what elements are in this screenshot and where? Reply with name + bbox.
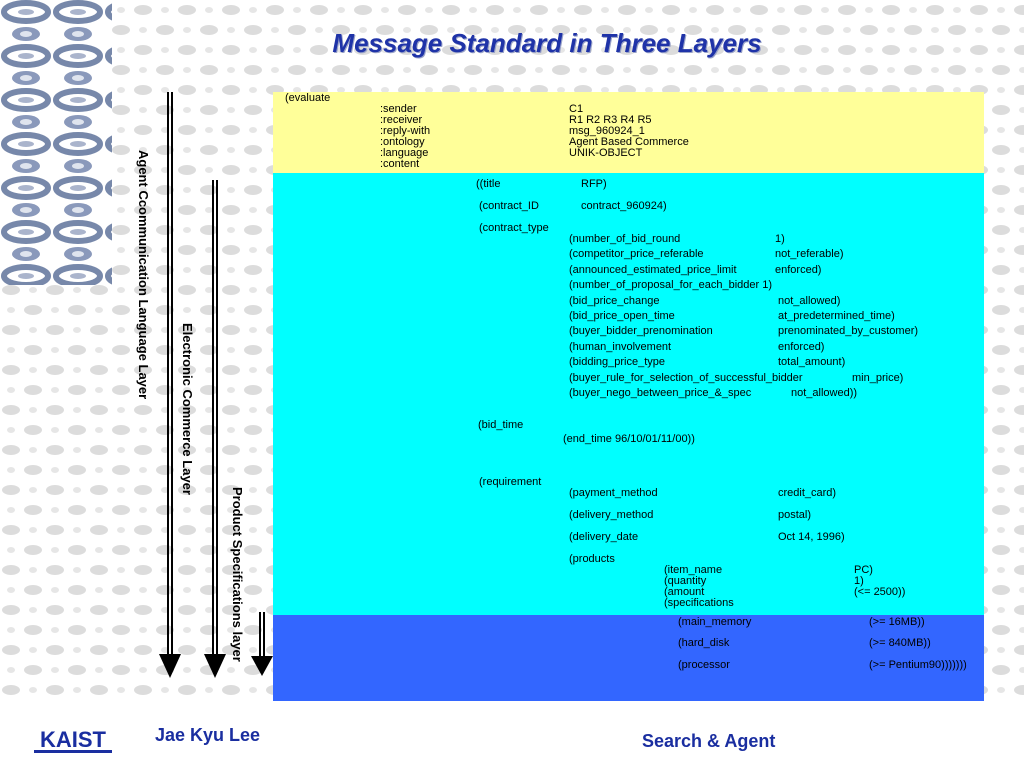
requirement-key: (payment_method bbox=[569, 487, 658, 499]
product-value: PC) bbox=[854, 564, 873, 576]
contract-type-value: not_allowed) bbox=[778, 295, 841, 307]
product-layer-arrow bbox=[251, 612, 273, 676]
ec-end-time: (end_time 96/10/01/11/00)) bbox=[563, 433, 695, 445]
contract-type-key: (number_of_proposal_for_each_bidder 1) bbox=[569, 279, 773, 291]
acl-key: :content bbox=[380, 158, 420, 170]
product-specifications-layer-label: Product Specifications layer bbox=[230, 487, 245, 662]
product-key: (amount bbox=[664, 586, 705, 598]
product-value: 1) bbox=[854, 575, 864, 587]
acl-value: C1 bbox=[569, 103, 584, 115]
acl-key: :language bbox=[380, 147, 429, 159]
requirement-value: postal) bbox=[778, 509, 812, 521]
ec-band bbox=[273, 173, 984, 615]
contract-type-value: min_price) bbox=[852, 372, 904, 384]
ec-title-value: RFP) bbox=[581, 178, 607, 190]
spec-band bbox=[273, 615, 984, 701]
agent-layer-arrow bbox=[159, 92, 181, 678]
spec-value: (>= 16MB)) bbox=[869, 616, 925, 628]
product-key: (specifications bbox=[664, 597, 734, 609]
acl-key: :sender bbox=[380, 103, 417, 115]
contract-type-value: not_allowed)) bbox=[791, 387, 858, 399]
spec-key: (processor bbox=[678, 659, 730, 671]
acl-key: :ontology bbox=[380, 136, 425, 148]
contract-type-key: (bid_price_open_time bbox=[569, 310, 675, 322]
requirement-value: Oct 14, 1996) bbox=[778, 531, 845, 543]
contract-type-key: (announced_estimated_price_limit bbox=[569, 264, 737, 276]
requirement-key: (delivery_method bbox=[569, 509, 654, 521]
ec-bid-time: (bid_time bbox=[478, 419, 524, 431]
contract-type-value: prenominated_by_customer) bbox=[778, 325, 919, 337]
ec-layer-arrow bbox=[204, 180, 226, 678]
product-value: (<= 2500)) bbox=[854, 586, 906, 598]
ec-requirement: (requirement bbox=[479, 476, 542, 488]
acl-value: Agent Based Commerce bbox=[569, 136, 689, 148]
contract-type-key: (buyer_nego_between_price_&_spec bbox=[569, 387, 752, 399]
contract-type-key: (bidding_price_type bbox=[569, 356, 666, 368]
spec-key: (main_memory bbox=[678, 616, 752, 628]
contract-type-value: enforced) bbox=[775, 264, 822, 276]
presentation-topic: Search & Agent bbox=[642, 731, 776, 751]
requirement-value: credit_card) bbox=[778, 487, 837, 499]
contract-type-value: 1) bbox=[775, 233, 785, 245]
spec-key: (hard_disk bbox=[678, 637, 730, 649]
contract-type-key: (human_involvement bbox=[569, 341, 672, 353]
acl-key: :reply-with bbox=[380, 125, 431, 137]
acl-value: R1 R2 R3 R4 R5 bbox=[569, 114, 652, 126]
contract-type-value: total_amount) bbox=[778, 356, 846, 368]
contract-type-key: (bid_price_change bbox=[569, 295, 660, 307]
contract-type-key: (buyer_rule_for_selection_of_successful_… bbox=[569, 372, 803, 384]
kaist-logo: KAIST bbox=[34, 727, 112, 753]
ec-contract-type: (contract_type bbox=[479, 222, 549, 234]
acl-key: :receiver bbox=[380, 114, 423, 126]
requirement-key: (delivery_date bbox=[569, 531, 639, 543]
product-key: (item_name bbox=[664, 564, 723, 576]
contract-type-key: (competitor_price_referable bbox=[569, 248, 704, 260]
ec-contract-id-key: (contract_ID bbox=[479, 200, 539, 212]
ec-contract-id-value: contract_960924) bbox=[581, 200, 667, 212]
acl-value: msg_960924_1 bbox=[569, 125, 645, 137]
agent-communication-layer-label: Agent Ccommunication Language Layer bbox=[136, 150, 151, 400]
spec-value: (>= 840MB)) bbox=[869, 637, 931, 649]
contract-type-value: enforced) bbox=[778, 341, 825, 353]
acl-value: UNIK-OBJECT bbox=[569, 147, 643, 159]
requirement-key: (products bbox=[569, 553, 615, 565]
page-title: Message Standard in Three Layers bbox=[332, 28, 762, 58]
ec-title-key: ((title bbox=[476, 178, 501, 190]
author-name: Jae Kyu Lee bbox=[155, 725, 261, 745]
contract-type-value: not_referable) bbox=[775, 248, 844, 260]
contract-type-key: (number_of_bid_round bbox=[569, 233, 681, 245]
contract-type-key: (buyer_bidder_prenomination bbox=[569, 325, 713, 337]
svg-text:KAIST: KAIST bbox=[40, 727, 107, 752]
acl-evaluate: (evaluate bbox=[285, 92, 331, 104]
contract-type-value: at_predetermined_time) bbox=[778, 310, 895, 322]
spec-value: (>= Pentium90))))))) bbox=[869, 659, 967, 671]
acl-band bbox=[273, 92, 984, 173]
product-key: (quantity bbox=[664, 575, 707, 587]
